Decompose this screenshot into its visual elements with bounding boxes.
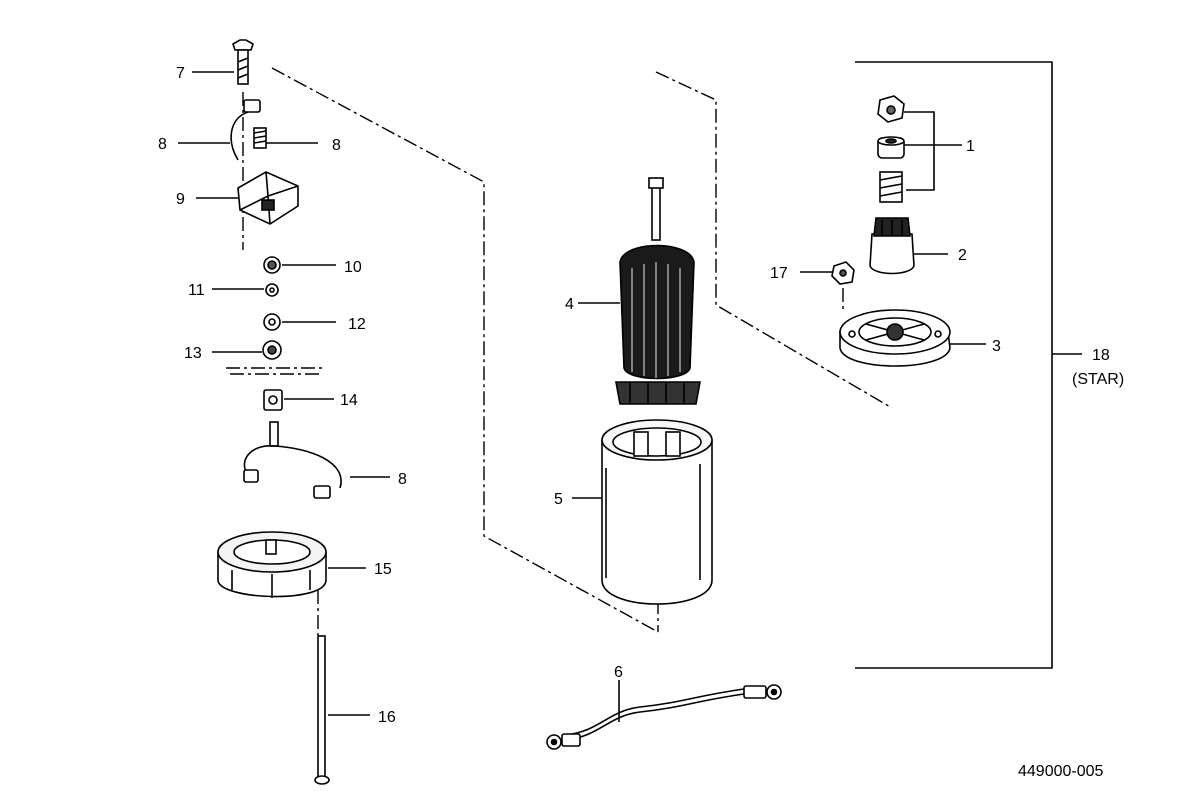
nut-part-1 bbox=[877, 95, 905, 123]
part-number-label: 449000-005 bbox=[1018, 763, 1104, 780]
label-part-9: 9 bbox=[176, 191, 185, 208]
label-part-18: 18 bbox=[1092, 347, 1110, 364]
nut-part-17 bbox=[831, 261, 855, 285]
label-part-15: 15 bbox=[374, 561, 392, 578]
assembly-centerlines bbox=[226, 67, 893, 640]
nut-part-10-hole bbox=[267, 260, 277, 270]
label-part-16: 16 bbox=[378, 709, 396, 726]
leader-lines bbox=[178, 71, 986, 722]
drive-gear-part-2 bbox=[869, 217, 915, 275]
label-part-7: 7 bbox=[176, 65, 185, 82]
frame-housing-part-5 bbox=[601, 419, 713, 605]
label-part-12: 12 bbox=[348, 316, 366, 333]
brush-spring-part-8 bbox=[230, 99, 267, 161]
drive-end-cap-part-3 bbox=[839, 309, 951, 367]
end-cap-part-15 bbox=[217, 531, 327, 598]
insulator-part-14 bbox=[263, 389, 283, 411]
label-part-3: 3 bbox=[992, 338, 1001, 355]
ground-cable-part-6 bbox=[546, 684, 782, 750]
through-bolt-part-16 bbox=[314, 635, 330, 785]
armature-part-4 bbox=[615, 177, 701, 405]
washer-part-12-hole bbox=[268, 318, 276, 326]
label-part-1: 1 bbox=[966, 138, 975, 155]
spring-part-1 bbox=[879, 171, 903, 203]
nut-part-13-hole bbox=[267, 345, 277, 355]
brush-lead-part-8 bbox=[243, 421, 342, 499]
label-part-13: 13 bbox=[184, 345, 202, 362]
label-part-8-spring: 8 bbox=[332, 137, 341, 154]
brush-holder-part-9 bbox=[237, 171, 299, 225]
bolt-part-7 bbox=[232, 39, 254, 85]
label-part-17: 17 bbox=[770, 265, 788, 282]
label-part-5: 5 bbox=[554, 491, 563, 508]
label-part-10: 10 bbox=[344, 259, 362, 276]
label-part-11: 11 bbox=[188, 282, 205, 299]
label-part-6: 6 bbox=[614, 664, 623, 681]
spacer-part-1 bbox=[877, 136, 905, 159]
label-part-2: 2 bbox=[958, 247, 967, 264]
label-part-18-star: (STAR) bbox=[1072, 371, 1124, 388]
washer-part-11-hole bbox=[269, 287, 275, 293]
label-part-14: 14 bbox=[340, 392, 358, 409]
label-part-8-lead: 8 bbox=[398, 471, 407, 488]
label-part-8-brush: 8 bbox=[158, 136, 167, 153]
label-part-4: 4 bbox=[565, 296, 574, 313]
kit-bracket bbox=[855, 61, 1053, 669]
